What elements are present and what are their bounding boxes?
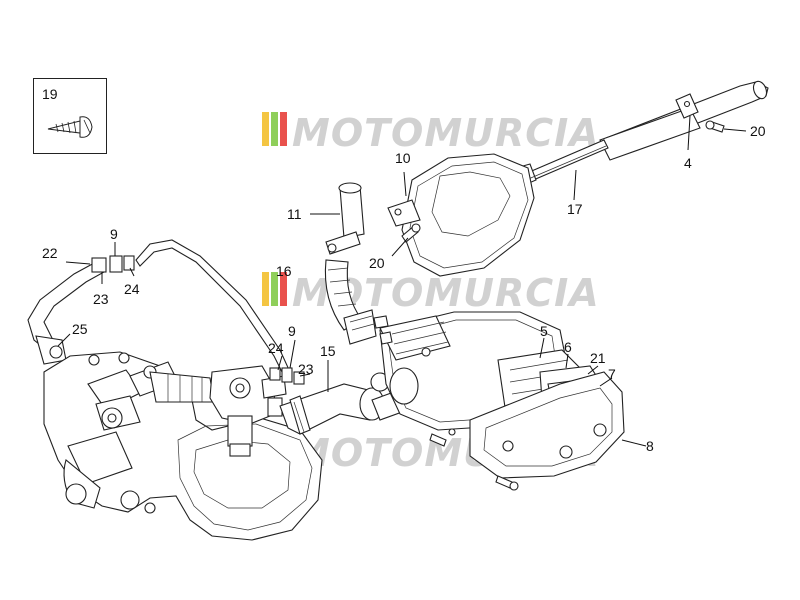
- callout-labels: 4 20 10 17 11 20 16 22 9 23 24 25 9 24 1…: [42, 123, 766, 454]
- part-8-filter-cover: [469, 371, 625, 479]
- part-20-screw-top: [705, 120, 725, 133]
- leader-lines: [57, 115, 747, 447]
- callout-23-middle: 23: [298, 361, 314, 377]
- part-9-hose-clamp-top: [91, 255, 135, 273]
- intake-manifold: [149, 371, 215, 403]
- fuel-line: [135, 239, 291, 377]
- part-16-flex-duct: [324, 259, 377, 345]
- carburettor: [209, 365, 287, 457]
- callout-24-left: 24: [124, 281, 140, 297]
- callout-24-middle: 24: [268, 340, 284, 356]
- part-22-breather-hose: [27, 261, 105, 365]
- svg-text:MOTOMURCIA: MOTOMURCIA: [292, 111, 600, 155]
- callout-15: 15: [320, 343, 336, 359]
- part-4-intake-tube: [599, 80, 769, 161]
- self-tapping-screw-icon: [47, 116, 93, 138]
- part-11-intake-sleeve: [325, 182, 365, 255]
- watermark-top: MOTOMURCIA: [262, 111, 600, 155]
- part-20-screw-middle: [401, 223, 421, 243]
- callout-9-middle: 9: [288, 323, 296, 339]
- callout-7: 7: [608, 366, 616, 382]
- cover-screws: [373, 315, 519, 491]
- watermark-middle: MOTOMURCIA: [262, 271, 599, 315]
- callout-20-top: 20: [750, 123, 766, 139]
- engine-assembly: [43, 351, 323, 541]
- callout-6: 6: [564, 339, 572, 355]
- callout-9-top: 9: [110, 226, 118, 242]
- part-10-filter-housing: [387, 153, 535, 277]
- callout-25: 25: [72, 321, 88, 337]
- callout-21: 21: [590, 350, 606, 366]
- callout-10: 10: [395, 150, 411, 166]
- callout-17: 17: [567, 201, 583, 217]
- callout-23-left: 23: [93, 291, 109, 307]
- callout-4: 4: [684, 155, 692, 171]
- inset-part-19-label: 19: [42, 86, 58, 102]
- inset-part-19-box: 19: [33, 78, 107, 154]
- callout-20-middle: 20: [369, 255, 385, 271]
- callout-8: 8: [646, 438, 654, 454]
- callout-16: 16: [276, 263, 292, 279]
- callout-11: 11: [287, 206, 302, 222]
- callout-22: 22: [42, 245, 58, 261]
- part-9-hose-clamp-middle: [269, 367, 305, 385]
- callout-5: 5: [540, 323, 548, 339]
